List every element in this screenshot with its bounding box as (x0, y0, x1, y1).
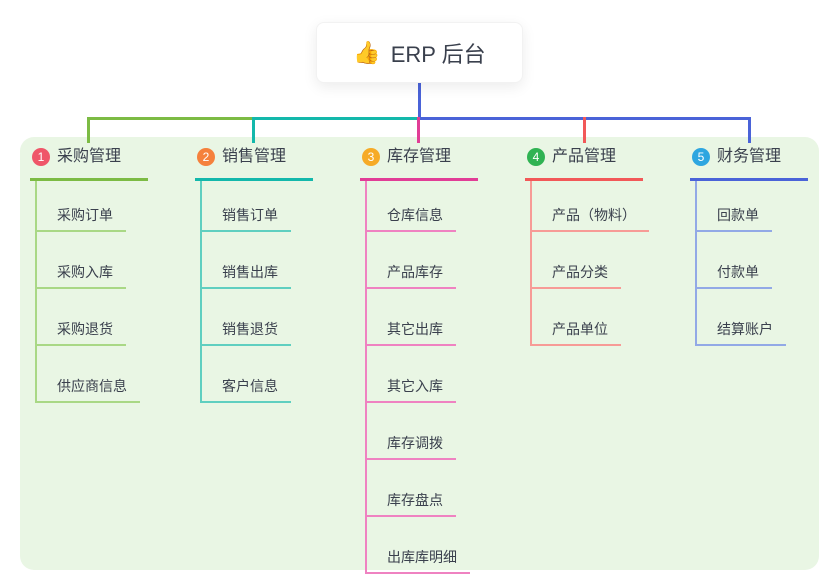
branch-column-5: 5 财务管理 回款单付款单结算账户 (690, 145, 839, 346)
thumbs-up-icon: 👍 (353, 39, 381, 65)
branch-column-2: 2 销售管理 销售订单销售出库销售退货客户信息 (195, 145, 345, 403)
child-node[interactable]: 库存调拨 (367, 403, 456, 460)
branch-children: 仓库信息产品库存其它出库其它入库库存调拨库存盘点出库库明细 (365, 181, 510, 574)
branch-node[interactable]: 2 销售管理 (195, 145, 313, 181)
branch-number-badge: 4 (527, 148, 545, 166)
branch-node[interactable]: 3 库存管理 (360, 145, 478, 181)
child-node[interactable]: 仓库信息 (367, 181, 456, 232)
branch-label: 库存管理 (387, 148, 452, 165)
child-node[interactable]: 产品单位 (532, 289, 621, 346)
child-node[interactable]: 付款单 (697, 232, 772, 289)
branch-number-badge: 3 (362, 148, 380, 166)
connector-drop-3 (417, 117, 420, 143)
child-node[interactable]: 采购订单 (37, 181, 126, 232)
branch-number-badge: 2 (197, 148, 215, 166)
child-node[interactable]: 结算账户 (697, 289, 786, 346)
branch-label: 财务管理 (717, 148, 782, 165)
connector-root-drop (418, 82, 421, 120)
child-node[interactable]: 供应商信息 (37, 346, 140, 403)
child-node[interactable]: 回款单 (697, 181, 772, 232)
child-node[interactable]: 采购退货 (37, 289, 126, 346)
branch-children: 回款单付款单结算账户 (695, 181, 839, 346)
child-node[interactable]: 其它入库 (367, 346, 456, 403)
child-node[interactable]: 销售出库 (202, 232, 291, 289)
branch-number-badge: 1 (32, 148, 50, 166)
branch-column-3: 3 库存管理 仓库信息产品库存其它出库其它入库库存调拨库存盘点出库库明细 (360, 145, 510, 574)
connector-drop-5 (748, 117, 751, 143)
branch-number-badge: 5 (692, 148, 710, 166)
connector-bus-left (87, 117, 255, 120)
branch-column-1: 1 采购管理 采购订单采购入库采购退货供应商信息 (30, 145, 180, 403)
branch-label: 采购管理 (57, 148, 122, 165)
child-node[interactable]: 其它出库 (367, 289, 456, 346)
root-node-label: ERP 后台 (390, 41, 486, 67)
child-node[interactable]: 销售订单 (202, 181, 291, 232)
branch-children: 产品（物料）产品分类产品单位 (530, 181, 675, 346)
connector-bus-mid (252, 117, 420, 120)
child-node[interactable]: 销售退货 (202, 289, 291, 346)
child-node[interactable]: 库存盘点 (367, 460, 456, 517)
branch-label: 产品管理 (552, 148, 617, 165)
branch-column-4: 4 产品管理 产品（物料）产品分类产品单位 (525, 145, 675, 346)
connector-drop-2 (252, 117, 255, 143)
branch-children: 采购订单采购入库采购退货供应商信息 (35, 181, 180, 403)
child-node[interactable]: 产品（物料） (532, 181, 649, 232)
child-node[interactable]: 采购入库 (37, 232, 126, 289)
child-node[interactable]: 产品分类 (532, 232, 621, 289)
child-node[interactable]: 出库库明细 (367, 517, 470, 574)
branch-node[interactable]: 1 采购管理 (30, 145, 148, 181)
branches-panel (20, 137, 819, 570)
child-node[interactable]: 产品库存 (367, 232, 456, 289)
connector-drop-4 (583, 117, 586, 143)
branch-children: 销售订单销售出库销售退货客户信息 (200, 181, 345, 403)
root-node[interactable]: 👍 ERP 后台 (316, 22, 523, 83)
branch-node[interactable]: 5 财务管理 (690, 145, 808, 181)
connector-drop-1 (87, 117, 90, 143)
branch-label: 销售管理 (222, 148, 287, 165)
child-node[interactable]: 客户信息 (202, 346, 291, 403)
branch-node[interactable]: 4 产品管理 (525, 145, 643, 181)
